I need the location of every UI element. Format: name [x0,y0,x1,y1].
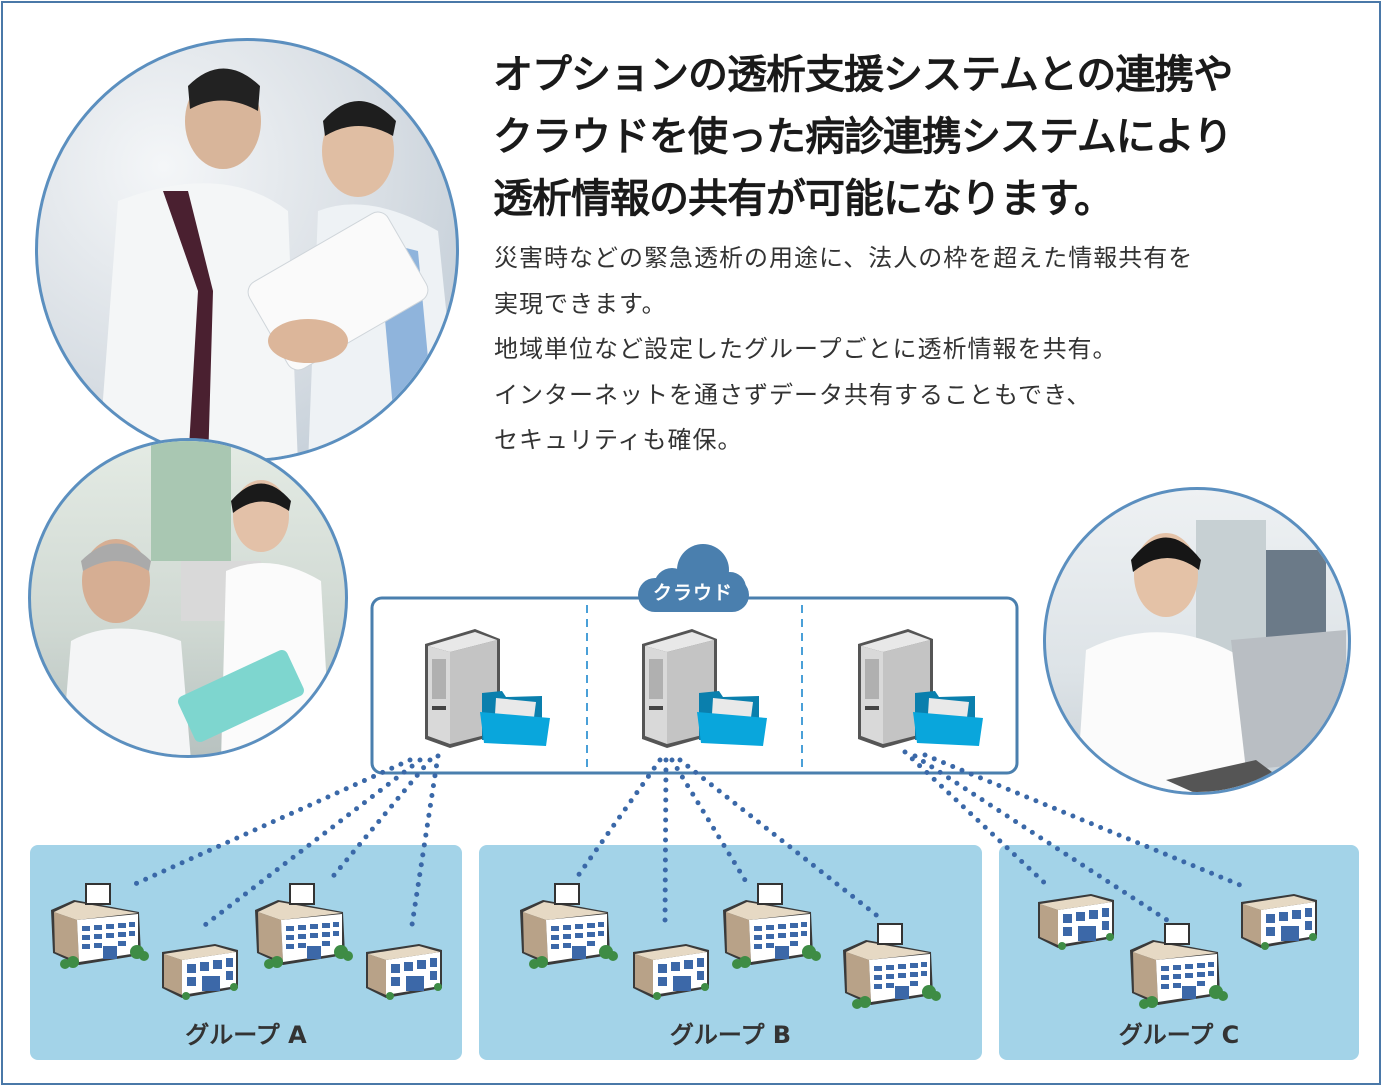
hospital-building-icon [721,882,823,970]
connection-line [409,753,441,928]
clinic-building-icon [1241,894,1317,950]
description-line: 災害時などの緊急透析の用途に、法人の枠を超えた情報共有を [494,244,1194,272]
connection-line [902,749,1053,891]
connection-line [662,757,669,928]
connections [132,749,1243,928]
nurse-laptop-illustration [1076,520,1346,792]
connection-line [912,753,1173,925]
folder-icon [913,691,983,746]
doctor-nurse-illustration [61,441,331,755]
group-label: グループ C [1118,1021,1240,1049]
headline: オプションの透析支援システムとの連携や クラウドを使った病診連携システムにより … [493,44,1233,230]
hospital-building-icon [253,882,355,970]
description: 災害時などの緊急透析の用途に、法人の枠を超えた情報共有を 実現できます。 地域単… [494,236,1193,464]
description-line: セキュリティも確保。 [494,426,743,454]
connection-line [572,757,663,883]
description-line: 地域単位など設定したグループごとに透析情報を共有。 [494,335,1118,363]
connection-line [327,757,433,883]
headline-line: オプションの透析支援システムとの連携や [493,52,1233,98]
doctors-illustration [98,68,456,459]
clinic-building-icon [1038,894,1114,950]
clinic-building-icon [633,944,709,1000]
clinic-building-icon [366,944,442,1000]
connection-line [677,757,883,921]
hospital-building-icon [518,882,620,970]
description-line: 実現できます。 [494,289,667,318]
clinic-building-icon [162,944,238,1000]
folder-icon [697,691,767,746]
photo-nurse-with-laptop [1043,487,1351,795]
connection-line [669,757,748,883]
headline-line: 透析情報の共有が可能になります。 [493,176,1114,222]
cloud-label: クラウド [652,582,733,604]
group-label: グループ B [669,1021,792,1049]
headline-line: クラウドを使った病診連携システムにより [493,114,1233,160]
cloud-icon [638,544,749,612]
description-line: インターネットを通さずデータ共有することもでき、 [494,380,1092,409]
folder-icon [480,691,550,746]
hospital-building-icon [841,922,943,1010]
hospital-building-icon [49,882,151,970]
photo-doctor-and-nurse [28,438,348,758]
connection-line [922,752,1243,888]
connection-line [132,757,413,887]
hospital-building-icon [1128,922,1230,1010]
group-label: グループ A [185,1021,307,1049]
